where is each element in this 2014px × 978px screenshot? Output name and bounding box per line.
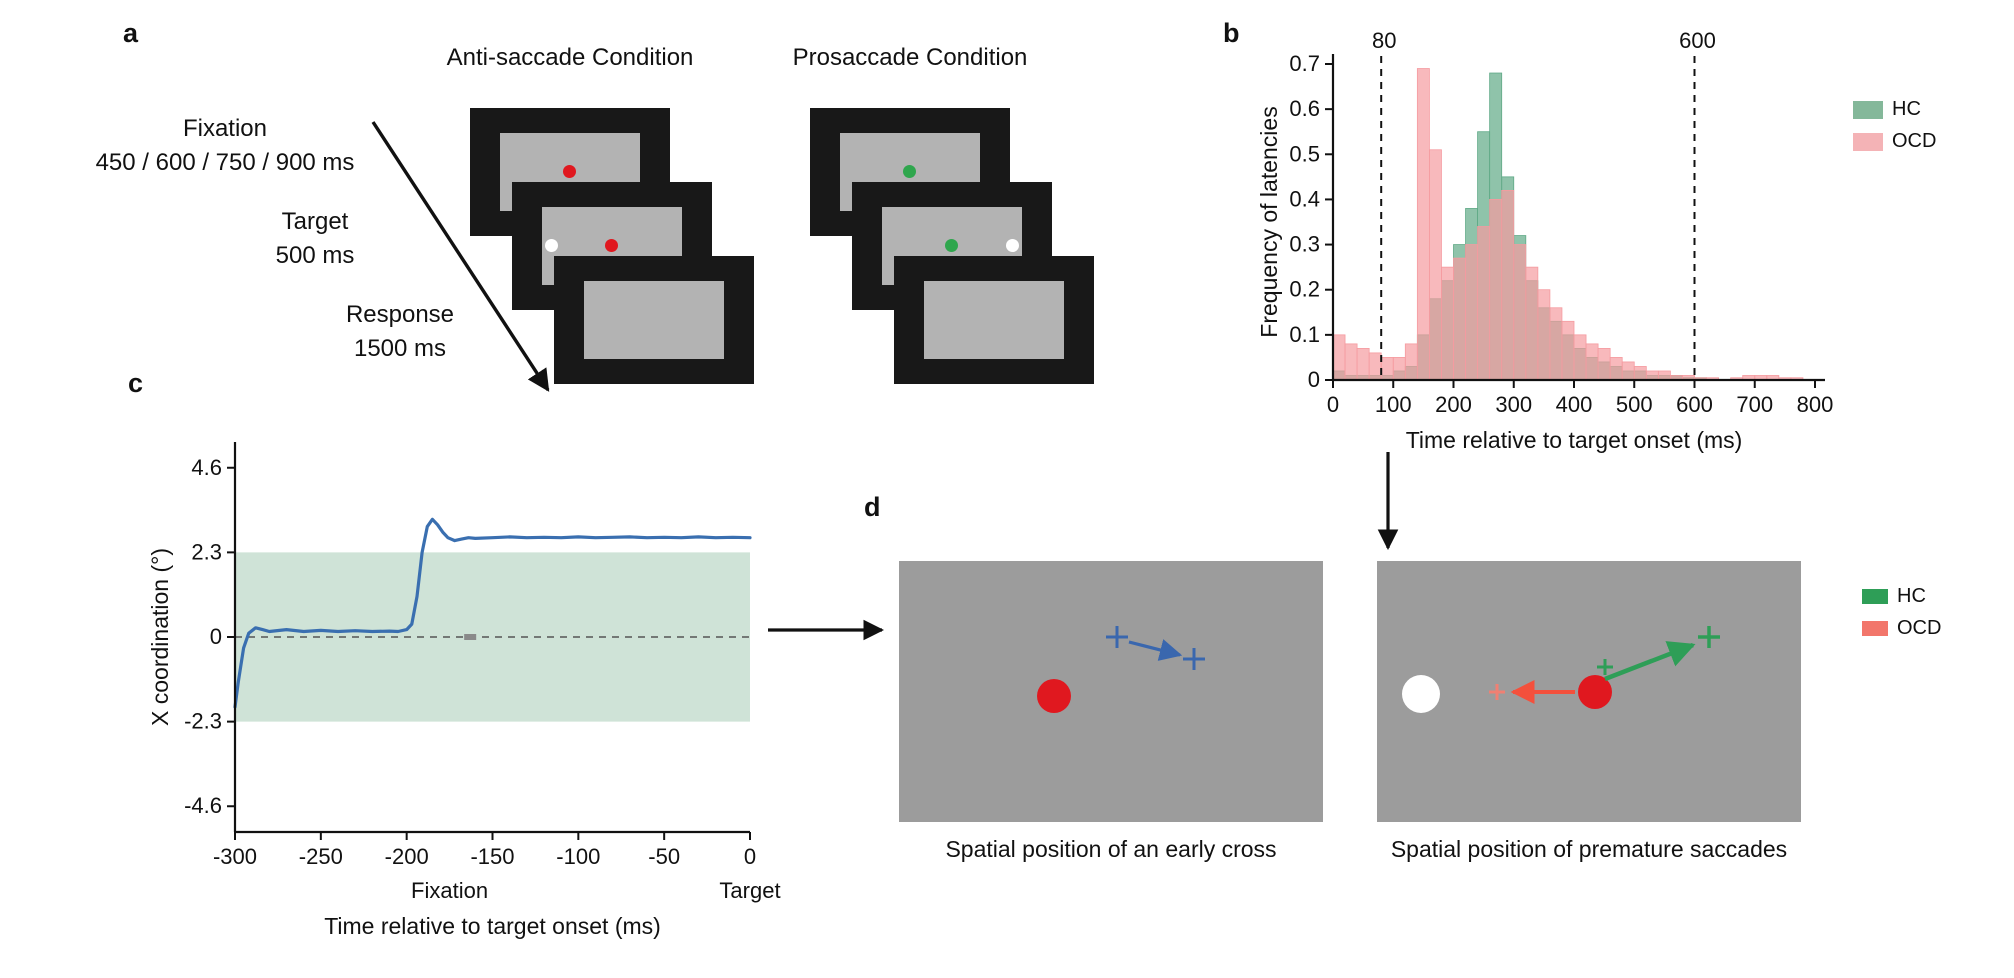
latency-histogram: 0 0.1 0.2 0.3 0.4 0.5 0.6 0.7 0 100 200 300 400 500 60… <box>1256 28 1834 453</box>
legend-row-hc: HC <box>1853 98 1936 121</box>
svg-text:0.4: 0.4 <box>1289 186 1320 211</box>
stage-target-duration: 500 ms <box>275 241 355 269</box>
svg-text:500: 500 <box>1616 392 1653 417</box>
anti-saccade-condition-title: Anti-saccade Condition <box>446 44 694 71</box>
svg-text:80: 80 <box>1372 28 1396 53</box>
svg-text:300: 300 <box>1495 392 1532 417</box>
pro-response-screen <box>894 256 1094 384</box>
green-fixation-dot <box>903 165 916 178</box>
early-cross-start-icon <box>1106 626 1128 648</box>
hc-saccade-arrow <box>1604 641 1696 682</box>
early-cross-arrow <box>1128 639 1183 661</box>
svg-text:-2.3: -2.3 <box>184 709 222 734</box>
svg-text:-250: -250 <box>299 844 343 869</box>
svg-text:0.7: 0.7 <box>1289 51 1320 76</box>
hc-legend-label: HC <box>1892 98 1921 120</box>
hc-saccade-endpoint-cross <box>1698 626 1720 648</box>
premature-saccades-panel <box>1377 561 1801 822</box>
red-fixation-dot <box>1578 675 1612 709</box>
ocd-legend-label: OCD <box>1892 130 1937 152</box>
ocd-legend-label: OCD <box>1897 617 1942 639</box>
svg-text:2.3: 2.3 <box>191 539 222 564</box>
red-fixation-dot <box>605 239 618 252</box>
panel-d-label: d <box>864 492 881 522</box>
panel-a-label: a <box>123 18 139 48</box>
svg-text:200: 200 <box>1435 392 1472 417</box>
panel-b-label: b <box>1223 18 1240 48</box>
hc-swatch <box>1862 589 1888 604</box>
legend-row-ocd: OCD <box>1862 617 1941 640</box>
svg-text:0.3: 0.3 <box>1289 232 1320 257</box>
ocd-swatch <box>1862 621 1888 636</box>
xcoord-line-chart: 4.6 2.3 0 -2.3 -4.6 -300 -250 -200 -150 -100 -50 0F… <box>147 442 781 939</box>
svg-text:Time relative to target onset: Time relative to target onset (ms) <box>1406 427 1743 453</box>
hc-swatch <box>1853 100 1883 119</box>
svg-text:800: 800 <box>1797 392 1834 417</box>
stage-target: Target 500 ms <box>150 205 480 272</box>
legend-row-ocd: OCD <box>1853 130 1936 153</box>
svg-text:0.1: 0.1 <box>1289 322 1320 347</box>
svg-text:600: 600 <box>1676 392 1713 417</box>
white-target-dot <box>1006 239 1019 252</box>
stage-target-name: Target <box>281 208 349 235</box>
svg-text:0: 0 <box>1308 367 1320 392</box>
svg-text:0.6: 0.6 <box>1289 96 1320 121</box>
premature-saccades-schematic <box>1402 626 1720 713</box>
svg-text:-200: -200 <box>385 844 429 869</box>
anti-response-screen <box>554 256 754 384</box>
premature-saccades-caption: Spatial position of premature saccades <box>1390 836 1788 862</box>
svg-text:0.5: 0.5 <box>1289 141 1320 166</box>
white-target-dot <box>1402 675 1440 713</box>
hc-legend-label: HC <box>1897 585 1926 607</box>
stage-response-duration: 1500 ms <box>353 334 447 362</box>
svg-text:0.2: 0.2 <box>1289 277 1320 302</box>
early-cross-schematic <box>1037 626 1205 713</box>
svg-text:100: 100 <box>1375 392 1412 417</box>
early-cross-end-icon <box>1183 648 1205 670</box>
svg-text:X coordination (°): X coordination (°) <box>147 548 173 726</box>
svg-text:0: 0 <box>210 624 222 649</box>
stage-fixation-name: Fixation <box>182 115 268 142</box>
screen-display <box>924 281 1064 359</box>
white-target-dot <box>545 239 558 252</box>
svg-text:-150: -150 <box>470 844 514 869</box>
svg-text:-300: -300 <box>213 844 257 869</box>
early-cross-caption: Spatial position of an early cross <box>945 836 1277 862</box>
svg-text:700: 700 <box>1736 392 1773 417</box>
svg-text:0: 0 <box>1327 392 1339 417</box>
spatial-legend: HC OCD <box>1862 585 1941 649</box>
svg-text:-4.6: -4.6 <box>184 793 222 818</box>
panel-c-label: c <box>128 368 144 398</box>
prosaccade-condition-title: Prosaccade Condition <box>792 44 1028 71</box>
svg-text:600: 600 <box>1679 28 1716 53</box>
red-target-dot <box>1037 679 1071 713</box>
svg-text:Time relative to target onset: Time relative to target onset (ms) <box>324 913 661 939</box>
svg-text:-100: -100 <box>556 844 600 869</box>
svg-text:400: 400 <box>1556 392 1593 417</box>
early-cross-panel <box>899 561 1323 822</box>
svg-text:Frequency of latencies: Frequency of latencies <box>1256 106 1282 337</box>
legend-row-hc: HC <box>1862 585 1941 608</box>
svg-text:0: 0 <box>744 844 756 869</box>
svg-text:4.6: 4.6 <box>191 455 222 480</box>
hc-saccade-start-cross <box>1597 659 1613 675</box>
svg-text:Fixation: Fixation <box>411 878 488 903</box>
stage-fixation-duration: 450 / 600 / 750 / 900 ms <box>95 148 355 176</box>
green-fixation-dot <box>945 239 958 252</box>
stage-fixation: Fixation 450 / 600 / 750 / 900 ms <box>60 112 390 179</box>
ocd-saccade-endpoint-cross <box>1489 684 1505 700</box>
histogram-legend: HC OCD <box>1853 98 1936 162</box>
red-fixation-dot <box>563 165 576 178</box>
svg-text:-50: -50 <box>648 844 680 869</box>
svg-text:Target: Target <box>719 878 780 903</box>
screen-display <box>584 281 724 359</box>
ocd-swatch <box>1853 132 1883 151</box>
